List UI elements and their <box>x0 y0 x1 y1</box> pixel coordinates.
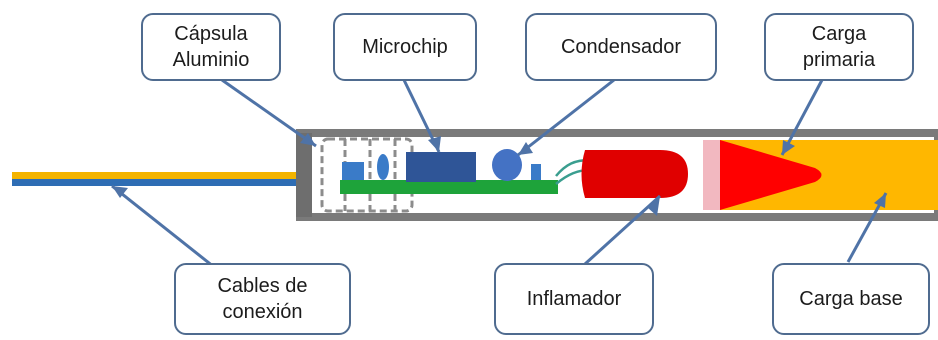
capacitor-component <box>492 149 522 181</box>
arrowhead-condensador <box>518 142 533 155</box>
arrowhead-inflamador <box>648 196 660 216</box>
arrow-capsula <box>221 78 317 148</box>
igniter-body <box>581 150 688 198</box>
arrowhead-capsula <box>300 133 316 146</box>
label-condensador: Condensador <box>525 13 717 81</box>
label-cables-de-conexion: Cables de conexión <box>174 263 351 335</box>
circuit-board <box>340 180 558 194</box>
small-component <box>342 162 364 180</box>
pink-separator <box>703 140 720 210</box>
arrowhead-carga-base <box>874 193 886 208</box>
microchip-component <box>406 152 476 182</box>
primary-charge <box>720 140 822 210</box>
resistor-component <box>531 164 541 180</box>
wire-yellow <box>12 172 304 179</box>
oval-component <box>377 154 389 180</box>
label-carga-base: Carga base <box>772 263 930 335</box>
wire-blue <box>12 179 304 186</box>
capsule-end-cap <box>296 133 312 217</box>
label-capsula-aluminio: Cápsula Aluminio <box>141 13 281 81</box>
label-carga-primaria: Carga primaria <box>764 13 914 81</box>
arrow-carga-primaria <box>780 79 824 156</box>
arrow-condensador <box>517 78 615 157</box>
label-microchip: Microchip <box>333 13 477 81</box>
arrowhead-cables <box>112 186 128 198</box>
arrow-inflamador <box>583 194 662 266</box>
label-inflamador: Inflamador <box>494 263 654 335</box>
arrowhead-carga-primaria <box>782 140 795 155</box>
arrowhead-microchip <box>428 136 441 152</box>
